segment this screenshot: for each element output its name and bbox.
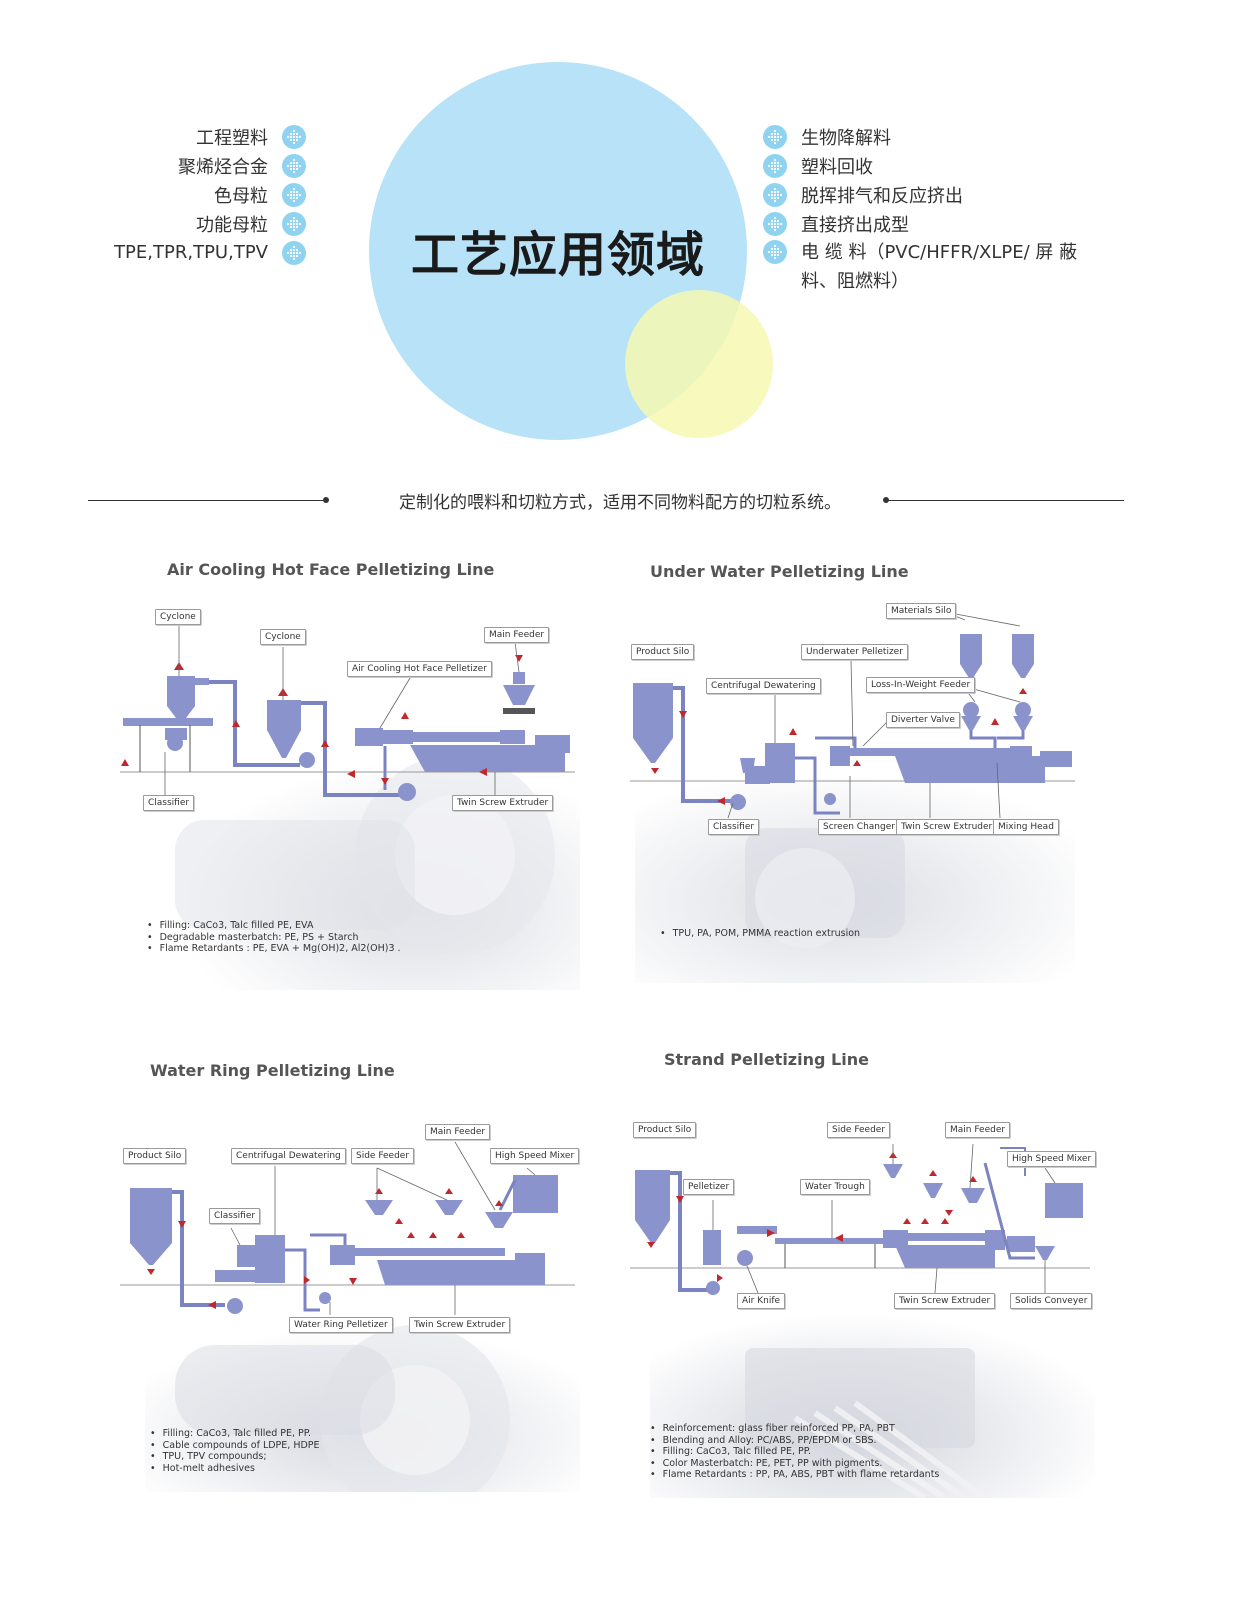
hero-circle-yellow [625, 290, 773, 438]
list-item-label: TPE,TPR,TPU,TPV [114, 242, 268, 263]
list-item: 生物降解料 [763, 122, 1101, 151]
note-item: TPU, TPV compounds; [150, 1451, 320, 1463]
list-item-label: 色母粒 [214, 185, 268, 207]
dots-bullet-icon [763, 153, 787, 178]
dots-bullet-icon [763, 240, 787, 264]
dots-bullet-icon [282, 211, 306, 236]
dewatering-label: Centrifugal Dewatering [706, 678, 821, 694]
application-list-left: 工程塑料 聚烯烃合金 色母粒 功能母粒 TPE,TPR,TPU,TPV [114, 122, 306, 267]
note-item: TPU, PA, POM, PMMA reaction extrusion [660, 928, 860, 940]
dots-bullet-icon [763, 124, 787, 149]
product-silo-label: Product Silo [631, 644, 695, 660]
list-item-label: 聚烯烃合金 [178, 156, 268, 178]
separator-line-right [886, 500, 1124, 501]
classifier-label: Classifier [143, 795, 195, 811]
list-item-label: 生物降解料 [801, 127, 891, 149]
list-item: TPE,TPR,TPU,TPV [114, 238, 306, 267]
diagram-strand: Product Silo Side Feeder Main Feeder Hig… [625, 1118, 1097, 1498]
application-list-right: 生物降解料 塑料回收 脱挥排气和反应挤出 直接挤出成型 电 缆 料（PVC/HF… [763, 122, 1101, 296]
extruder-label: Twin Screw Extruder [894, 1293, 996, 1309]
diagram-title: Air Cooling Hot Face Pelletizing Line [167, 560, 495, 579]
pelletizer-label: Pelletizer [683, 1179, 735, 1195]
list-item: 脱挥排气和反应挤出 [763, 180, 1101, 209]
extruder-label: Twin Screw Extruder [409, 1317, 511, 1333]
dots-bullet-icon [282, 240, 306, 265]
main-feeder-label: Main Feeder [425, 1124, 491, 1140]
product-silo-label: Product Silo [123, 1148, 187, 1164]
note-item: Blending and Alloy: PC/ABS, PP/EPDM or S… [650, 1435, 939, 1447]
mixer-label: High Speed Mixer [490, 1148, 580, 1164]
mixer-label: High Speed Mixer [1007, 1151, 1097, 1167]
classifier-label: Classifier [209, 1208, 261, 1224]
dots-bullet-icon [282, 182, 306, 207]
diagram-title: Under Water Pelletizing Line [650, 562, 909, 581]
list-item-label: 功能母粒 [196, 214, 268, 236]
list-item: 直接挤出成型 [763, 209, 1101, 238]
mixing-head-label: Mixing Head [993, 819, 1059, 835]
note-item: Flame Retardants : PE, EVA + Mg(OH)2, Al… [147, 943, 401, 955]
note-item: Reinforcement: glass fiber reinforced PP… [650, 1423, 939, 1435]
dots-bullet-icon [282, 153, 306, 178]
list-item: 电 缆 料（PVC/HFFR/XLPE/ 屏 蔽 料、阻燃料） [763, 238, 1101, 296]
diagram-water-ring: Main Feeder Product Silo Centrifugal Dew… [115, 1120, 580, 1492]
dots-bullet-icon [282, 124, 306, 149]
extruder-label: Twin Screw Extruder [896, 819, 998, 835]
side-feeder-label: Side Feeder [827, 1122, 891, 1138]
note-item: Flame Retardants : PP, PA, ABS, PBT with… [650, 1469, 940, 1481]
note-item: Degradable masterbatch: PE, PS + Starch [147, 932, 401, 944]
application-notes: Filling: CaCo3, Talc filled PE, PP. Cabl… [150, 1428, 320, 1474]
application-notes: TPU, PA, POM, PMMA reaction extrusion [660, 928, 860, 940]
list-item-label: 电 缆 料（PVC/HFFR/XLPE/ 屏 蔽 料、阻燃料） [801, 242, 1078, 292]
side-feeder-label: Side Feeder [351, 1148, 415, 1164]
list-item-label: 直接挤出成型 [801, 214, 909, 236]
list-item: 功能母粒 [114, 209, 306, 238]
separator-dot-left [323, 497, 329, 503]
note-item: Filling: CaCo3, Talc filled PE, EVA [147, 920, 401, 932]
pelletizer-label: Air Cooling Hot Face Pelletizer [347, 661, 492, 677]
tagline: 定制化的喂料和切粒方式，适用不同物料配方的切粒系统。 [399, 493, 841, 513]
note-item: Filling: CaCo3, Talc filled PE, PP. [650, 1446, 939, 1458]
dots-bullet-icon [763, 211, 787, 236]
list-item: 塑料回收 [763, 151, 1101, 180]
air-knife-label: Air Knife [737, 1293, 786, 1309]
application-notes: Reinforcement: glass fiber reinforced PP… [650, 1423, 940, 1481]
diagram-air-cooling: Cyclone Cyclone Main Feeder Air Cooling … [115, 600, 580, 990]
list-item: 色母粒 [114, 180, 306, 209]
note-item: Hot-melt adhesives [150, 1463, 320, 1475]
diagram-title: Strand Pelletizing Line [664, 1050, 869, 1069]
extruder-label: Twin Screw Extruder [452, 795, 554, 811]
note-item: Cable compounds of LDPE, HDPE [150, 1440, 320, 1452]
cyclone-label: Cyclone [260, 629, 306, 645]
list-item-label: 塑料回收 [801, 156, 873, 178]
dots-bullet-icon [763, 182, 787, 207]
note-item: Filling: CaCo3, Talc filled PE, PP. [150, 1428, 320, 1440]
pelletizer-label: Underwater Pelletizer [801, 644, 908, 660]
dewatering-label: Centrifugal Dewatering [231, 1148, 346, 1164]
list-item: 聚烯烃合金 [114, 151, 306, 180]
materials-silo-label: Materials Silo [886, 603, 957, 619]
process-flow-drawing [630, 611, 1075, 983]
diagram-under-water: Materials Silo Product Silo Underwater P… [625, 598, 1080, 988]
product-silo-label: Product Silo [633, 1122, 697, 1138]
main-feeder-label: Main Feeder [945, 1122, 1011, 1138]
main-feeder-label: Main Feeder [484, 627, 550, 643]
classifier-label: Classifier [708, 819, 760, 835]
diagram-title: Water Ring Pelletizing Line [150, 1061, 395, 1080]
diverter-valve-label: Diverter Valve [886, 712, 960, 728]
note-item: Color Masterbatch: PE, PET, PP with pigm… [650, 1458, 939, 1470]
list-item: 工程塑料 [114, 122, 306, 151]
water-trough-label: Water Trough [800, 1179, 870, 1195]
cyclone-label: Cyclone [155, 609, 201, 625]
conveyer-label: Solids Conveyer [1010, 1293, 1093, 1309]
pelletizer-label: Water Ring Pelletizer [289, 1317, 393, 1333]
process-flow-drawing [120, 1141, 580, 1492]
application-notes: Filling: CaCo3, Talc filled PE, EVA Degr… [147, 920, 401, 955]
separator-line-left [88, 500, 328, 501]
list-item-label: 工程塑料 [196, 127, 268, 149]
hero-title: 工艺应用领域 [410, 227, 705, 283]
feeder-label: Loss-In-Weight Feeder [866, 677, 976, 693]
list-item-label: 脱挥排气和反应挤出 [801, 185, 963, 207]
screen-changer-label: Screen Changer [818, 819, 900, 835]
